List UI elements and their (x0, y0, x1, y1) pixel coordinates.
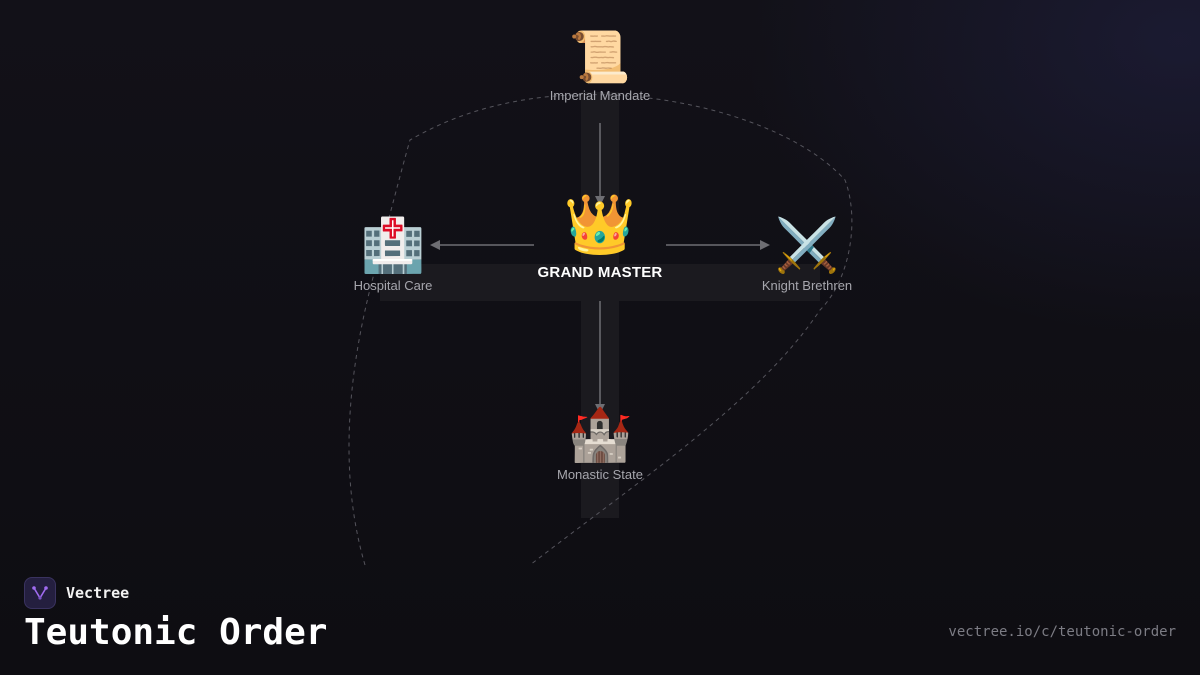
node-grand-master[interactable]: 👑 GRAND MASTER (537, 192, 663, 282)
cross-horizontal-bar (380, 264, 820, 301)
territory-outline (348, 94, 853, 566)
crossed-swords-icon: ⚔️ (774, 217, 840, 275)
node-hospital-care[interactable]: 🏥 Hospital Care (354, 220, 433, 293)
page-url[interactable]: vectree.io/c/teutonic-order (948, 624, 1176, 640)
scroll-icon: 📜 (568, 29, 632, 85)
node-label: Hospital Care (353, 278, 433, 293)
node-imperial-mandate[interactable]: 📜 Imperial Mandate (550, 32, 650, 103)
vectree-logo-icon (24, 577, 56, 609)
brand[interactable]: Vectree (24, 577, 129, 609)
node-knight-brethren[interactable]: ⚔️ Knight Brethren (762, 220, 852, 293)
node-label: Knight Brethren (761, 278, 853, 293)
brand-name: Vectree (66, 584, 130, 602)
crown-icon: 👑 (563, 192, 637, 257)
node-label: GRAND MASTER (537, 264, 663, 281)
page-title: Teutonic Order (24, 612, 328, 653)
castle-icon: 🏰 (567, 406, 633, 464)
node-label: Imperial Mandate (549, 88, 651, 103)
hospital-icon: 🏥 (360, 217, 426, 275)
node-monastic-state[interactable]: 🏰 Monastic State (557, 409, 643, 482)
node-label: Monastic State (557, 467, 643, 482)
